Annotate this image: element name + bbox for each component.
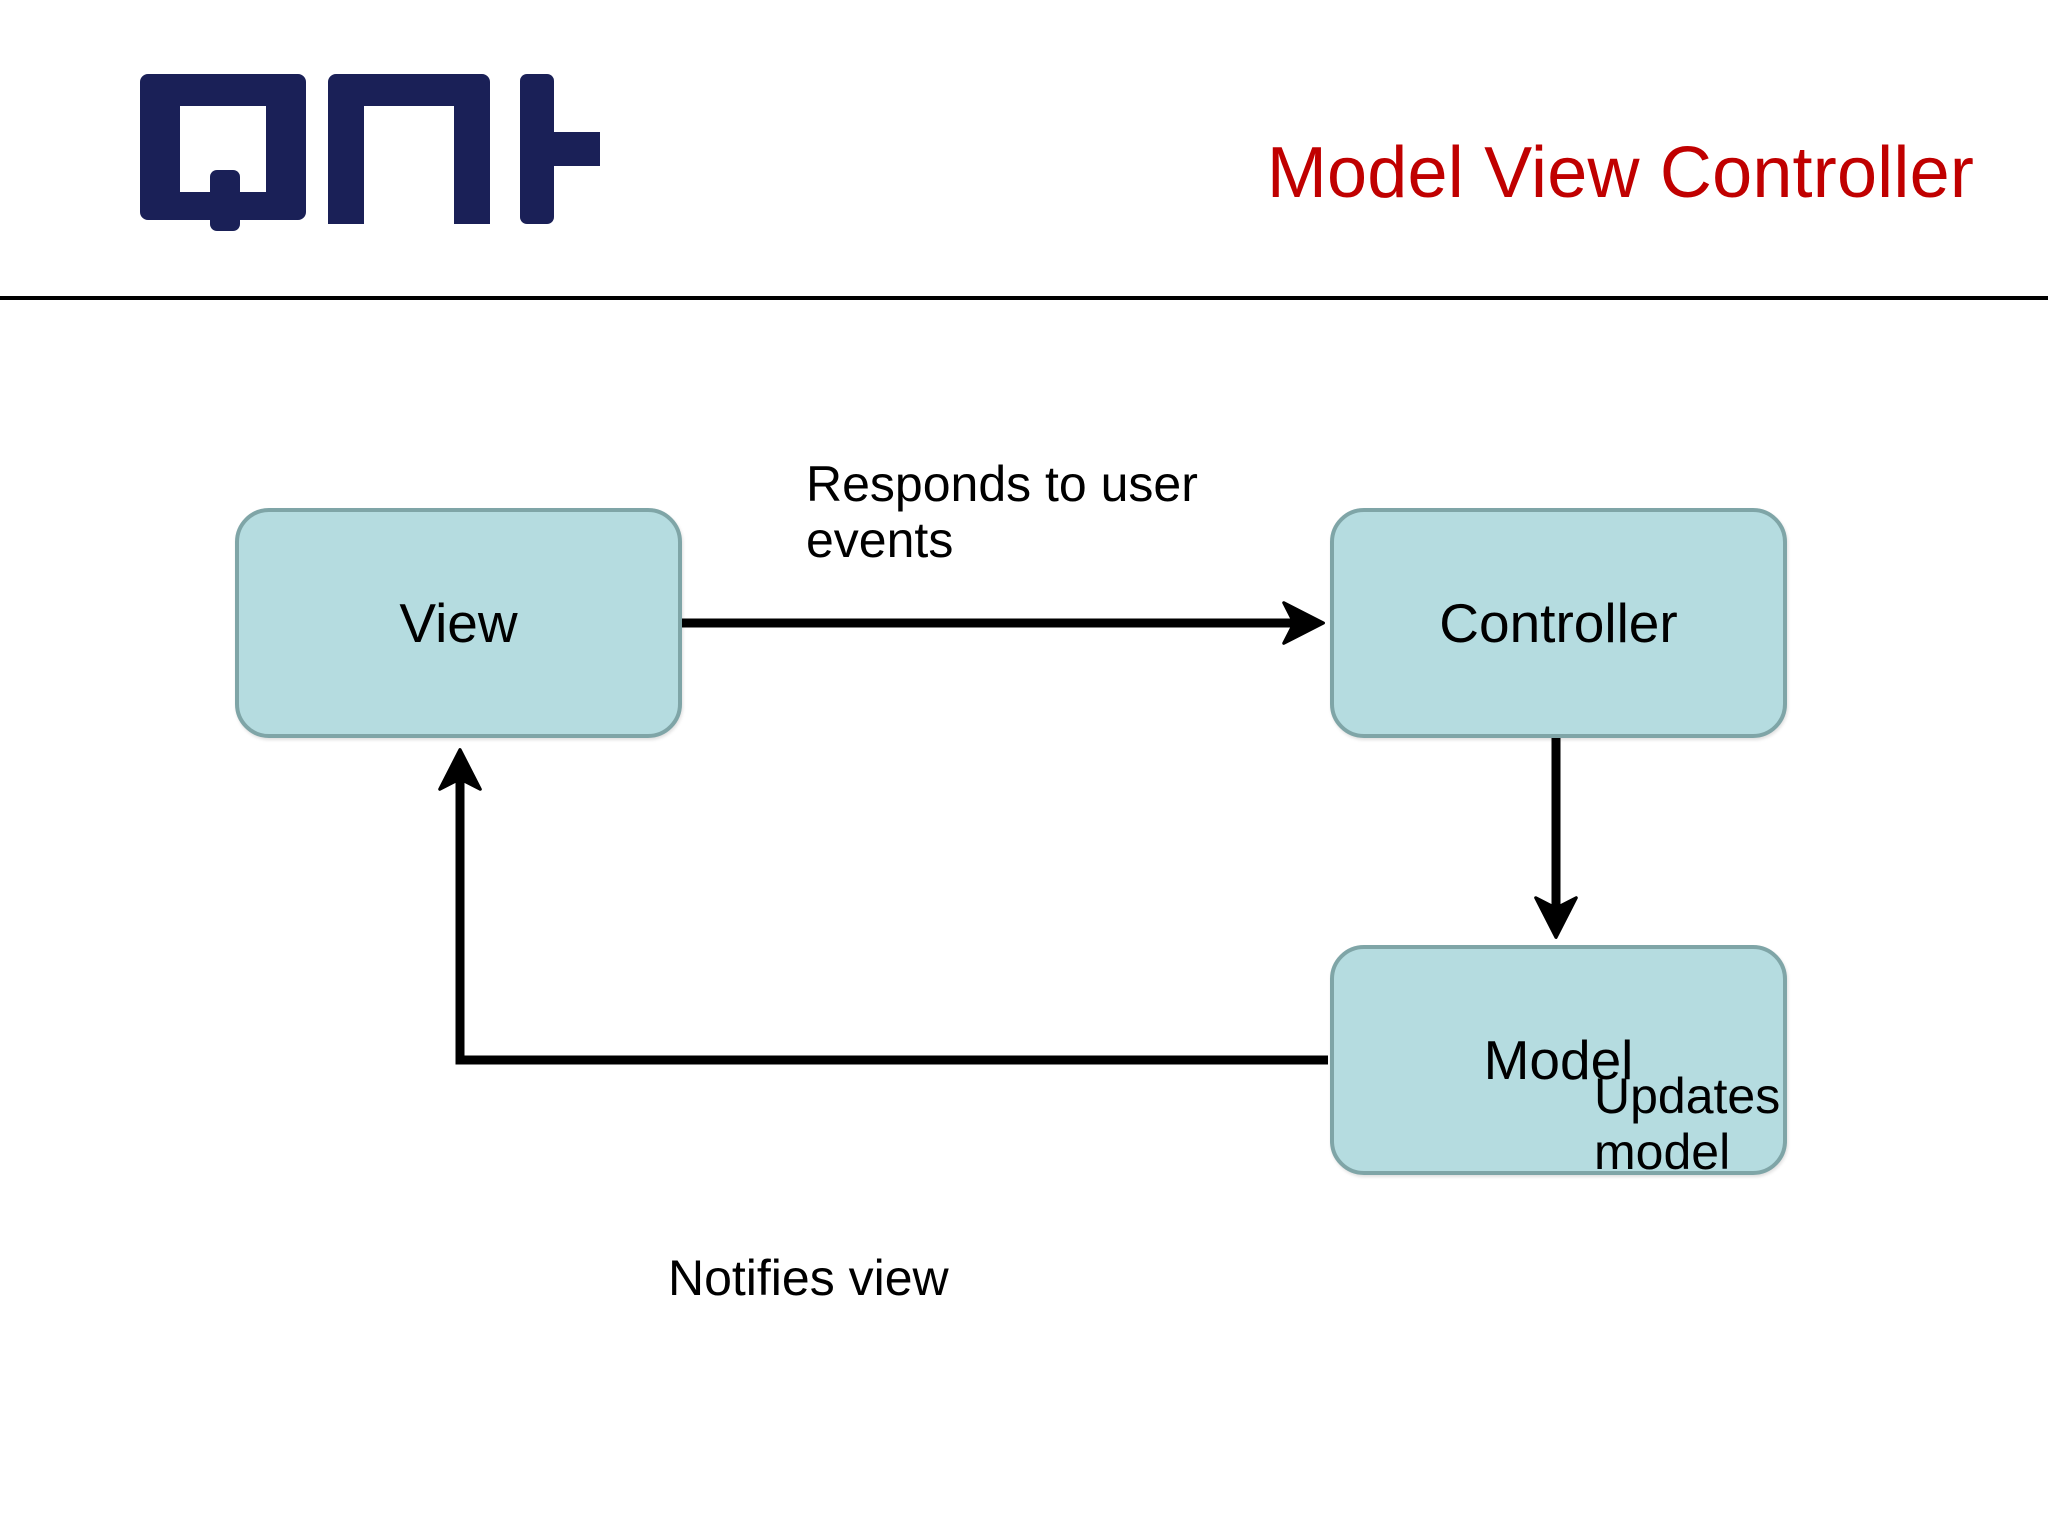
edge-label-responds-to-user-events: Responds to user events: [806, 456, 1198, 568]
mvc-diagram: View Controller Model Responds to user e…: [0, 300, 2048, 1536]
node-view[interactable]: View: [235, 508, 682, 738]
node-model[interactable]: Model: [1330, 945, 1787, 1175]
header-divider: [0, 296, 2048, 300]
diagram-edges: [438, 601, 1578, 1065]
node-controller[interactable]: Controller: [1330, 508, 1787, 738]
page-title: Model View Controller: [1266, 133, 1974, 213]
edge-label-updates-model: Updates model: [1594, 1068, 1781, 1180]
qnh-logo: [140, 66, 652, 231]
edge-label-notifies-view: Notifies view: [668, 1250, 949, 1306]
node-model-label: Model: [1483, 1028, 1634, 1091]
slide-header: Model View Controller: [0, 0, 2048, 300]
node-view-label: View: [399, 591, 518, 654]
edge-model-to-view: [438, 748, 1328, 1065]
node-controller-label: Controller: [1439, 591, 1678, 654]
